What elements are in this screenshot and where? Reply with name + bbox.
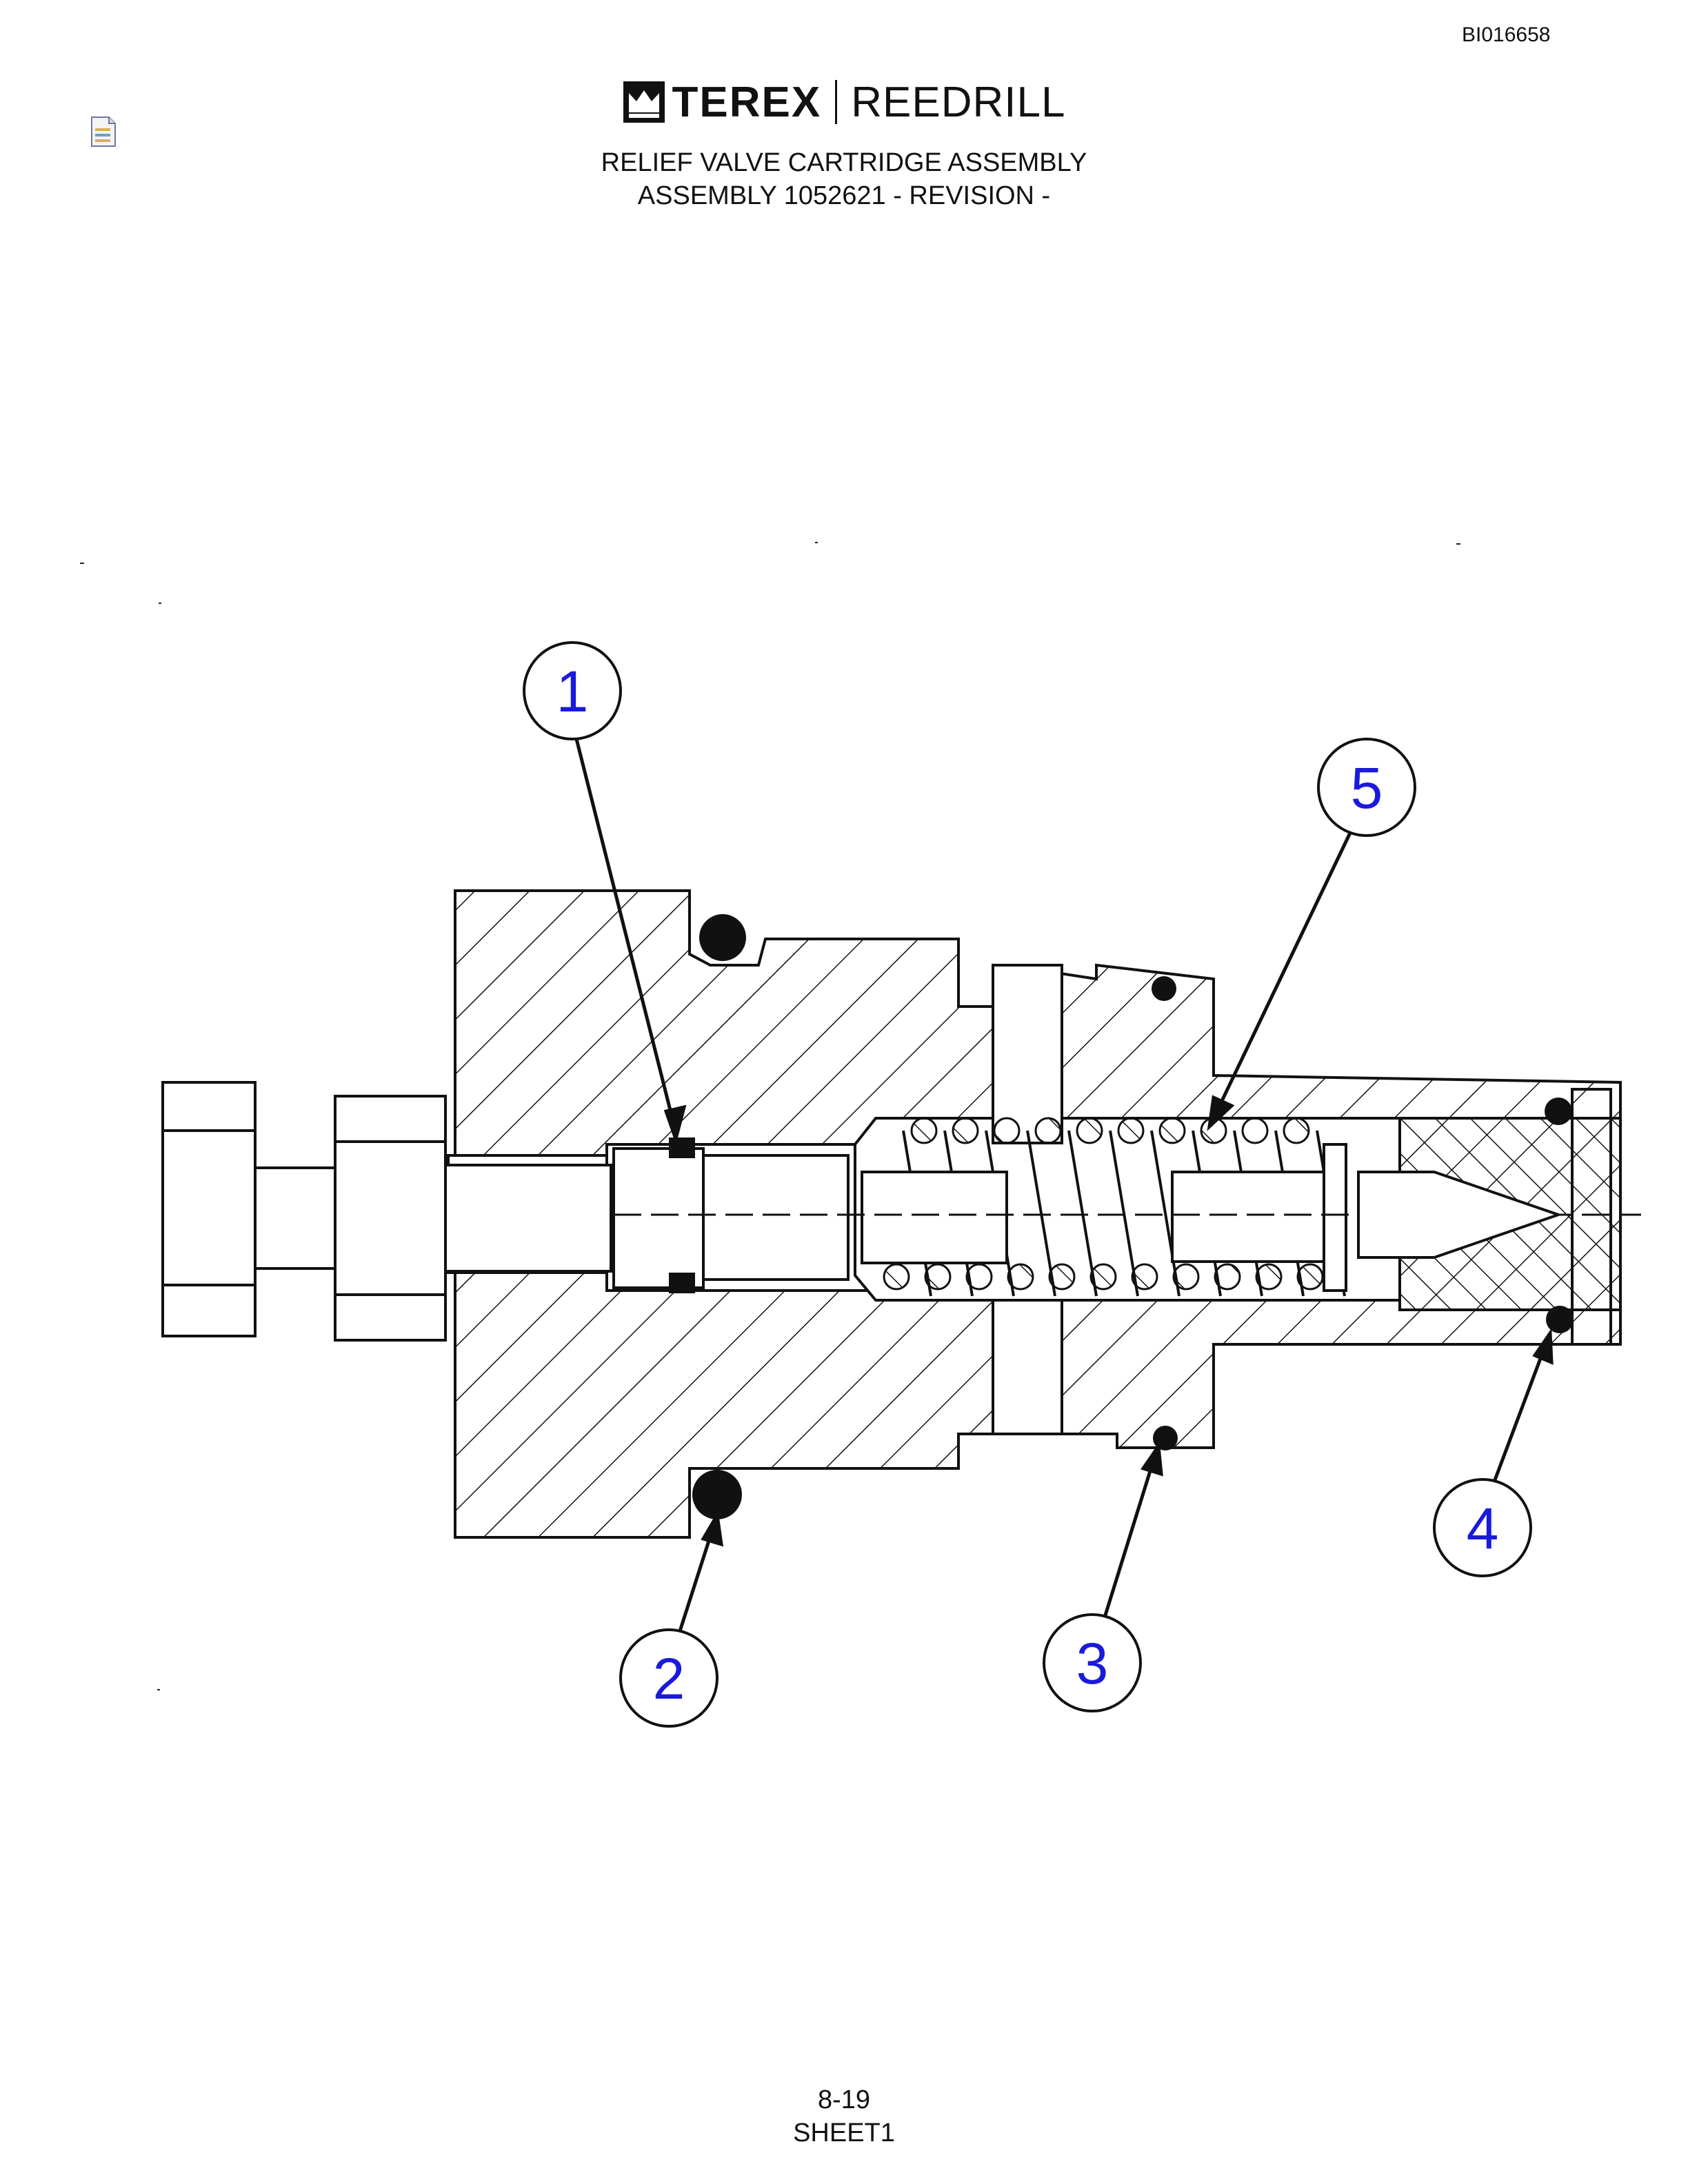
spring-coils	[883, 1117, 1324, 1291]
callout-label-4: 4	[1467, 1496, 1499, 1561]
page-footer: 8-19 SHEET1	[0, 2083, 1688, 2150]
callout-balloon-2	[619, 1628, 719, 1728]
speck	[1456, 543, 1460, 545]
brand-header: TEREX REEDRILL	[0, 74, 1688, 130]
adjusting-screw	[161, 1081, 612, 1342]
assembly-number: ASSEMBLY 1052621 - REVISION -	[637, 181, 1051, 210]
brand-subname: REEDRILL	[851, 78, 1066, 126]
leader-lines	[574, 738, 1554, 1632]
poppet-seat	[1357, 1088, 1622, 1346]
document-id: BI016658	[1462, 23, 1551, 46]
callout-labels: 1 2 3 4 5	[556, 659, 1499, 1711]
speck	[157, 1689, 160, 1690]
callout-label-3: 3	[1076, 1631, 1109, 1696]
speck	[815, 542, 818, 543]
brand-name: TEREX	[672, 78, 822, 126]
title-block: RELIEF VALVE CARTRIDGE ASSEMBLY ASSEMBLY…	[0, 146, 1688, 212]
brand-separator	[835, 80, 838, 124]
callout-balloon-4	[1433, 1478, 1532, 1577]
callout-balloon-1	[523, 641, 622, 740]
speck	[80, 563, 84, 564]
terex-crown-logo-icon	[623, 81, 665, 123]
plunger	[612, 1143, 1641, 1292]
callout-label-1: 1	[556, 659, 589, 724]
callout-balloons	[523, 641, 1532, 1728]
callout-balloon-3	[1043, 1613, 1142, 1712]
sheet-label: SHEET1	[793, 2119, 895, 2147]
assembly-title: RELIEF VALVE CARTRIDGE ASSEMBLY	[601, 148, 1087, 177]
page-number: 8-19	[817, 2085, 871, 2114]
callout-label-2: 2	[653, 1646, 685, 1711]
callout-balloon-5	[1317, 738, 1416, 837]
callout-label-5: 5	[1351, 756, 1383, 820]
speck	[159, 603, 161, 604]
document-icon[interactable]	[90, 116, 117, 148]
